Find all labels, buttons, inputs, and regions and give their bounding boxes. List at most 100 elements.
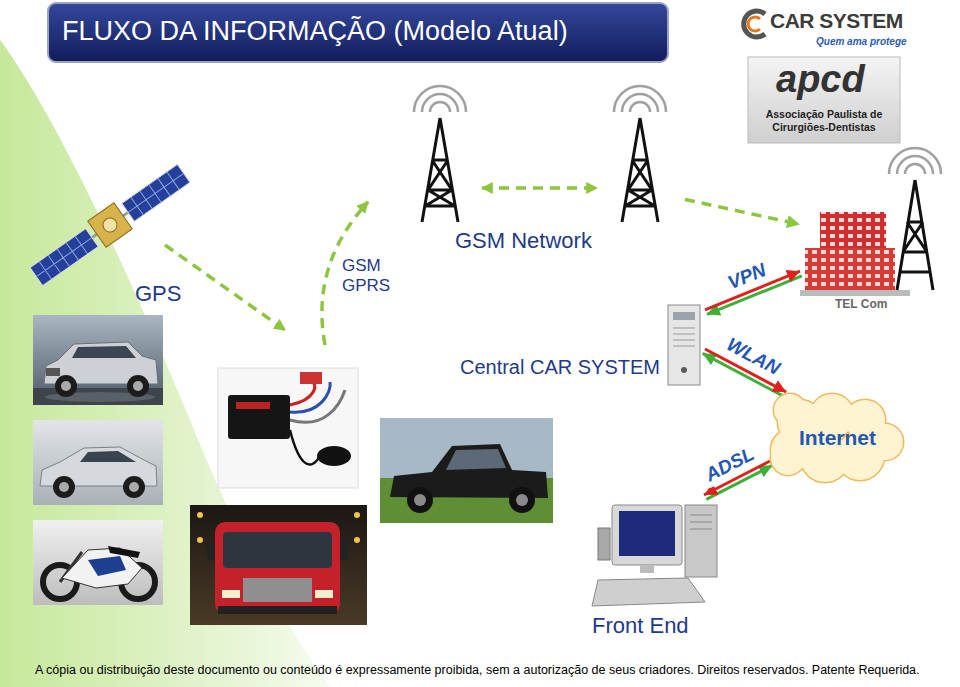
pickup-photo-part [414,494,426,506]
truck-photo-part [354,512,360,518]
motorcycle-photo-part [88,556,126,576]
suv-photo-part [61,381,71,391]
server-part [673,312,695,320]
hatchback-photo [33,420,163,505]
signal-arrow-part [482,186,597,190]
logo-subtitle: Associação Paulista de Cirurgiões-Dentis… [750,108,898,133]
truck-photo-part [222,590,240,598]
suv-photo-part [127,375,149,397]
hatchback-photo-part [53,476,75,498]
suv-photo-part [72,346,136,358]
front-end-pc-part [612,505,682,565]
signal-waves-part [414,86,466,112]
signal-line [685,199,800,224]
telecom-building [800,212,910,296]
car-system-logo-part [748,17,760,31]
pickup-photo-part [509,487,535,513]
pickup-photo-part [516,494,528,506]
motorcycle-photo-part [33,520,163,605]
tracker-device-photo-part [290,430,320,464]
pickup-photo [380,418,553,523]
hatchback-photo-part [33,420,163,505]
tracker-device-photo-part [317,446,351,466]
link-arrow [685,199,800,224]
pickup-photo-part [380,418,553,523]
suv-photo [33,315,163,405]
front-end-pc-part [640,565,654,573]
truck-photo [190,505,367,625]
gps-satellite [27,160,193,289]
motorcycle-photo-part [108,546,140,558]
logo-slogan: Quem ama protege [816,36,907,48]
tracker-device-photo-part [300,372,322,384]
gps-satellite-part [100,215,119,234]
gps-satellite-part [30,164,190,285]
tracker-device-photo-part [290,390,345,422]
hatchback-photo-part [123,476,145,498]
car-system-logo-part [744,11,765,37]
cloud-node: Internet [770,392,905,484]
tracker-device-photo-part [236,402,270,409]
link-label: ADSL [699,441,761,488]
truck-photo-part [340,540,348,560]
server-part [681,367,687,373]
hatchback-photo-part [80,451,136,462]
logo-name: CAR SYSTEM [770,9,903,33]
cell-tower-part [422,118,458,222]
node-label: Internet [799,426,876,450]
truck-photo-part [197,537,203,543]
tracker-device-photo-part [218,368,358,488]
signal-waves-part [614,86,666,112]
green-background [0,40,330,687]
hatchback-photo-part [59,482,69,492]
telecom-building-part [805,248,895,290]
tracker-device-photo-part [228,395,290,439]
front-end-pc-part [592,578,705,606]
pickup-photo-part [446,449,506,470]
server-node: Central CAR SYSTEM [455,300,705,398]
server [668,305,700,385]
car-system-logo [744,11,765,37]
truck-photo-part [315,590,333,598]
signal-arrow [165,188,597,345]
truck-photo-part [243,578,312,602]
suv-photo-part [33,315,163,405]
apcd-logo-part [748,57,900,143]
truck-photo-part [215,522,340,614]
logo-name: apcd [776,58,865,102]
node-label: Central CAR SYSTEM [460,356,660,379]
truck-photo-part [223,532,332,568]
telecom-building-part [800,290,910,296]
front-end-pc-part [619,511,675,556]
tracker-device-photo [218,368,358,488]
link-label: GSM GPRS [342,256,390,297]
title-bar [48,3,668,62]
suv-photo-part [133,381,143,391]
front-end-pc-part [598,528,610,560]
signal-arrow-part [165,245,285,330]
suv-photo-part [55,375,77,397]
building-tower-part [897,180,933,290]
front-end-pc-part [685,505,717,577]
node-label: TEL Com [835,298,887,312]
page-title: FLUXO DA INFORMAÇÃO (Modelo Atual) [62,16,568,47]
pickup-photo-part [407,487,433,513]
cell-tower [422,118,658,222]
telecom-building-part [805,248,895,290]
truck-photo-part [218,606,337,614]
telecom-node: TEL Com [800,162,955,318]
node-label: Front End [592,613,689,638]
hatchback-photo-part [129,482,139,492]
computer-node: Front End [585,495,725,645]
apcd-logo [748,57,900,143]
suv-photo-part [46,368,60,376]
footer-caption: A cópia ou distribuição deste documento … [35,663,920,677]
signal-waves-part [889,148,941,174]
server-part [673,328,695,346]
gps-satellite-part [88,203,133,248]
truck-photo-part [197,512,203,518]
cell-tower-part [622,118,658,222]
building-tower [897,180,933,290]
link-label: VPN [722,258,772,296]
